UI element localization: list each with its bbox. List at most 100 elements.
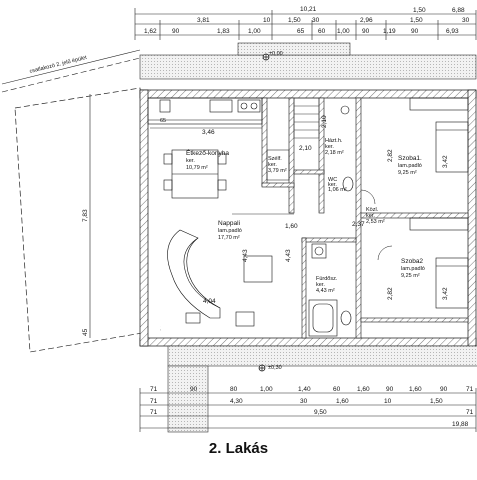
dim-text: 1,60 (357, 386, 370, 393)
room-area-bedroom1: 9,25 m² (398, 170, 417, 176)
kitchen-furniture (147, 97, 263, 199)
dim-text: 71 (150, 409, 158, 416)
room-floor-utility: ker. (325, 144, 334, 150)
dim-text: 30 (300, 398, 308, 405)
dim-text: 1,00 (248, 28, 261, 35)
room-area-utility: 2,18 m² (325, 150, 344, 156)
toilet-icon (342, 176, 354, 192)
dim-text: 6,88 (452, 7, 465, 14)
room-name-pantry: Szélf. (268, 156, 282, 162)
dim-text: 71 (150, 386, 158, 393)
room-floor-living: lam.padló (218, 228, 242, 234)
dim-text: 90 (362, 28, 370, 35)
dim-text: 1,50 (288, 17, 301, 24)
elevation-top: ±0,00 (269, 51, 283, 57)
dim-text: 1,60 (285, 223, 298, 230)
dim-text: 2,10 (299, 145, 312, 152)
dim-text: 2,37 (352, 221, 365, 228)
door-swing-corridor (377, 245, 393, 261)
dim-text: 4,04 (203, 298, 216, 305)
south-terrace (167, 345, 477, 367)
living-room-furniture (167, 229, 273, 327)
dim-text: 80 (230, 386, 238, 393)
dim-text: 2,82 (387, 149, 394, 162)
dim-text: 1,50 (430, 398, 443, 405)
room-area-kitchen: 10,79 m² (186, 165, 208, 171)
room-floor-kitchen: ker. (186, 158, 195, 164)
boiler-icon (340, 105, 350, 115)
chimney-label: 65 (160, 118, 166, 124)
bottom-dimension-texts: 71 90 80 1,00 1,40 60 1,60 90 1,60 90 71… (150, 386, 474, 428)
dim-text: 90 (172, 28, 180, 35)
plan-caption: 2. Lakás (208, 440, 269, 457)
dim-text: 1,83 (217, 28, 230, 35)
dim-text: 1,50 (413, 7, 426, 14)
dim-text: 71 (466, 386, 474, 393)
room-name-corridor: Közl. (366, 207, 379, 213)
dim-text: 90 (386, 386, 394, 393)
dim-text: 2,10 (321, 115, 328, 128)
neighbor-boundary-line (1, 49, 141, 85)
room-name-wc: WC (328, 177, 337, 183)
dim-text: 71 (150, 398, 158, 405)
top-dimension-texts: 10,21 1,50 6,88 3,81 10 1,50 30 2,96 1,5… (144, 6, 470, 35)
interior-walls (261, 97, 469, 339)
dim-text: 60 (333, 386, 341, 393)
room-area-bedroom2: 9,25 m² (401, 273, 420, 279)
dim-text: 90 (190, 386, 198, 393)
pantry-shelf (266, 149, 290, 181)
dim-text: 30 (312, 17, 320, 24)
room-floor-bedroom2: lam.padló (401, 266, 425, 272)
dim-text: 90 (440, 386, 448, 393)
dim-text: 3,81 (197, 17, 210, 24)
dim-text: 10 (384, 398, 392, 405)
bedroom2-furniture (409, 217, 469, 309)
dim-text: 2,82 (387, 287, 394, 300)
dim-text: 3,46 (202, 129, 215, 136)
dim-text: 9,50 (314, 409, 327, 416)
room-name-bathroom: Fürdősz. (316, 276, 338, 282)
dim-text: 4,43 (242, 249, 249, 262)
dim-text: 1,00 (337, 28, 350, 35)
room-name-utility: Házt.h. (325, 138, 343, 144)
dim-text: 71 (466, 409, 474, 416)
dim-text: 19,88 (452, 421, 469, 428)
dim-text: 3,42 (442, 155, 449, 168)
room-area-pantry: 3,79 m² (268, 168, 287, 174)
dim-text: 4,30 (230, 398, 243, 405)
dim-text: 10,21 (300, 6, 317, 13)
dim-text: 1,60 (409, 386, 422, 393)
dim-text: 6,93 (446, 28, 459, 35)
door-swing-corridor (360, 189, 376, 205)
dim-text: 1,40 (298, 386, 311, 393)
room-floor-pantry: ker. (268, 162, 277, 168)
room-area-bathroom: 4,43 m² (316, 288, 335, 294)
south-entrance-path (167, 365, 209, 433)
bedroom1-furniture (409, 97, 469, 173)
dim-text: 4,43 (285, 249, 292, 262)
dim-text: 60 (318, 28, 326, 35)
dim-text: 1,00 (260, 386, 273, 393)
hall-lines (293, 97, 320, 139)
dim-text: 1,50 (410, 17, 423, 24)
dim-text: 7,83 (82, 209, 89, 222)
room-floor-corridor: ker. (366, 213, 375, 219)
top-dimension-lines (134, 8, 477, 40)
room-floor-bedroom1: lam.padló (398, 163, 422, 169)
room-area-wc: 1,06 m² (328, 187, 347, 193)
room-area-corridor: 2,53 m² (366, 219, 385, 225)
room-floor-wc: ker. (328, 182, 337, 188)
dim-text: 3,42 (442, 287, 449, 300)
dim-text: 2,96 (360, 17, 373, 24)
dim-text: 1,62 (144, 28, 157, 35)
bottom-dimension-lines (139, 388, 477, 432)
room-floor-bathroom: ker. (316, 282, 325, 288)
room-name-bedroom1: Szoba1. (398, 155, 422, 162)
room-area-living: 17,70 m² (218, 235, 240, 241)
elevation-bottom: ±0,30 (268, 365, 282, 371)
north-terrace (139, 54, 477, 80)
dim-text: 30 (462, 17, 470, 24)
room-name-living: Nappali (218, 220, 240, 227)
north-entrance-step (237, 42, 351, 56)
